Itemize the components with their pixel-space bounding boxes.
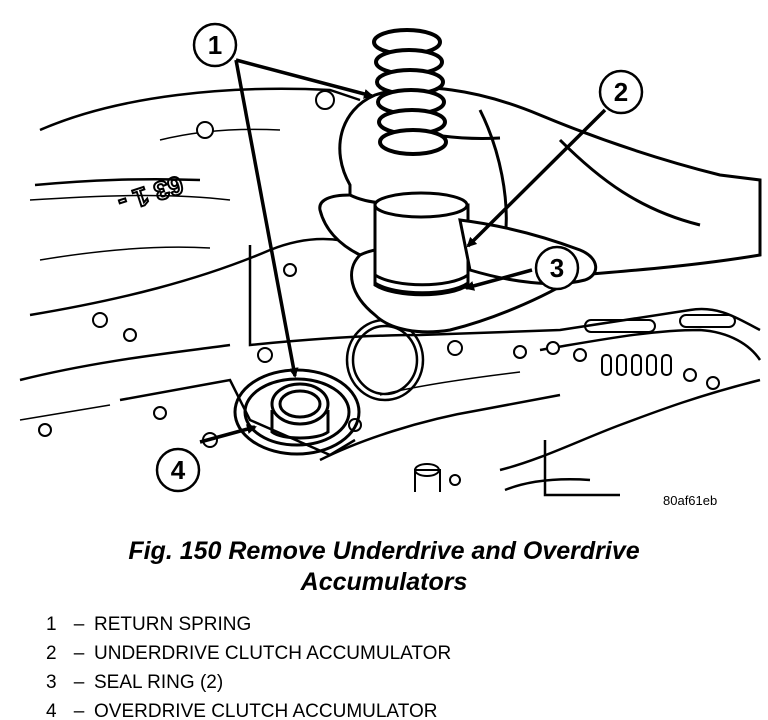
arrow-1a (235, 58, 374, 99)
callout-1: 1 (192, 22, 238, 68)
underdrive-clutch-accumulator (373, 191, 470, 297)
legend-dash: – (73, 614, 85, 635)
callout-2-number: 2 (614, 77, 628, 107)
callout-3: 3 (534, 245, 580, 291)
caption-line-1: Fig. 150 Remove Underdrive and Overdrive (128, 537, 640, 565)
caption-line-2: Accumulators (300, 568, 468, 596)
legend-number: 4 (46, 701, 57, 720)
arrow-4 (199, 424, 257, 444)
legend-item: 2 – UNDERDRIVE CLUTCH ACCUMULATOR (46, 639, 451, 668)
callout-4-number: 4 (171, 455, 186, 485)
legend-label: UNDERDRIVE CLUTCH ACCUMULATOR (94, 643, 452, 664)
valve-body-hatching (19, 128, 521, 421)
callout-legend: 1 – RETURN SPRING 2 – UNDERDRIVE CLUTCH … (46, 610, 451, 720)
callout-1-number: 1 (208, 30, 222, 60)
legend-dash: – (73, 672, 85, 693)
leader-arrows (199, 58, 607, 444)
arrow-2 (466, 108, 607, 248)
callout-3-number: 3 (550, 253, 564, 283)
casting-number: 63 1 - (114, 169, 187, 218)
legend-number: 2 (46, 643, 57, 664)
image-code: 80af61eb (663, 493, 717, 508)
return-spring (372, 28, 448, 156)
legend-number: 3 (46, 672, 57, 693)
slots (414, 314, 736, 492)
legend-label: RETURN SPRING (94, 614, 252, 635)
arrow-3 (464, 268, 533, 291)
arrow-1b (234, 59, 299, 378)
legend-item: 4 – OVERDRIVE CLUTCH ACCUMULATOR (46, 697, 451, 720)
legend-item: 1 – RETURN SPRING (46, 610, 451, 639)
legend-dash: – (73, 701, 85, 720)
callout-4: 4 (155, 447, 201, 493)
legend-label: OVERDRIVE CLUTCH ACCUMULATOR (94, 701, 438, 720)
legend-number: 1 (46, 614, 57, 635)
bolt-holes (38, 90, 720, 486)
figure-caption: Fig. 150 Remove Underdrive and Overdrive… (0, 536, 768, 598)
legend-label: SEAL RING (2) (94, 672, 224, 693)
legend-item: 3 – SEAL RING (2) (46, 668, 451, 697)
legend-dash: – (73, 643, 85, 664)
callout-2: 2 (598, 69, 644, 115)
accumulator-removal-illustration: 63 1 - (19, 22, 762, 508)
